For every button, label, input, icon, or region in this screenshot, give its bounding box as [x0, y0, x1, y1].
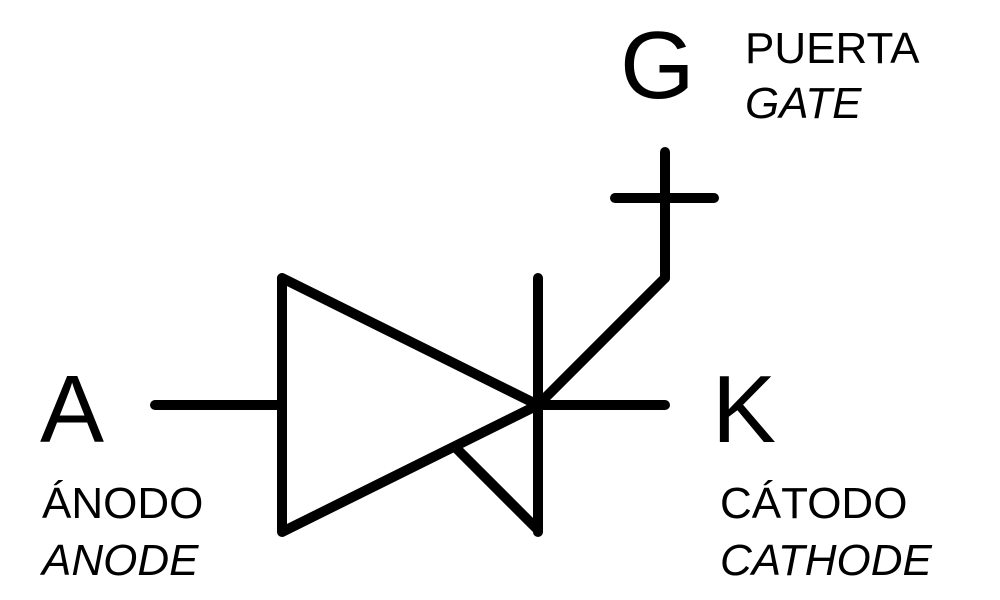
gate-label-es: PUERTA: [745, 24, 920, 73]
diode-triangle: [277, 273, 543, 537]
anode-label-es: ÁNODO: [42, 479, 203, 528]
gate-diagonal-lead: [533, 273, 670, 410]
cathode-label-en: CATHODE: [720, 536, 933, 585]
anode-label-en: ANODE: [39, 536, 199, 585]
gate-label-en: GATE: [745, 79, 862, 128]
cathode-symbol: K: [712, 356, 776, 463]
gate-symbol: G: [620, 12, 695, 119]
anode-symbol: A: [40, 356, 104, 463]
gate-hook: [450, 442, 543, 535]
cathode-label-es: CÁTODO: [720, 479, 907, 528]
